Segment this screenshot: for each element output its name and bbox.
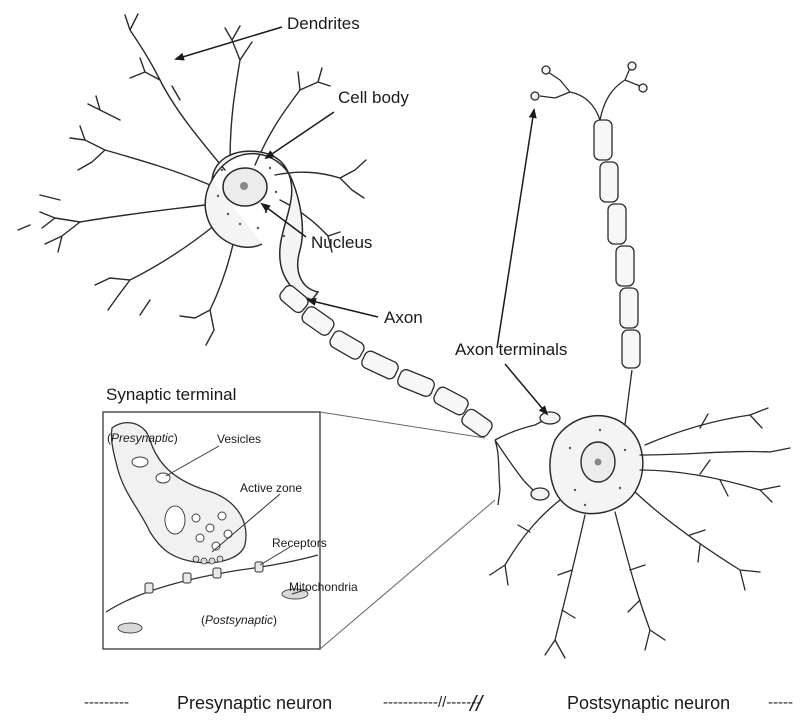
nucleus-label: Nucleus bbox=[311, 233, 372, 253]
vesicles-label: Vesicles bbox=[217, 432, 261, 446]
dendrites-arrow bbox=[176, 27, 282, 59]
synaptic-terminal-inset bbox=[103, 412, 495, 649]
presynaptic-label: (Presynaptic) bbox=[107, 431, 178, 445]
mitochondria-label: Mitochondria bbox=[289, 580, 358, 594]
postsynaptic-neuron-label: Postsynaptic neuron bbox=[567, 693, 730, 714]
postsynaptic-label: (Postsynaptic) bbox=[201, 613, 277, 627]
axon-label: Axon bbox=[384, 308, 423, 328]
receptors-label: Receptors bbox=[272, 536, 327, 550]
axon-terminals-arrow-up bbox=[497, 110, 534, 348]
postsynaptic-top-terminals bbox=[531, 62, 647, 120]
cell-body-arrow bbox=[266, 112, 334, 158]
presynaptic-cell-body bbox=[205, 151, 318, 300]
cell-body-label: Cell body bbox=[338, 88, 409, 108]
footer-dash-left: --------- bbox=[84, 694, 129, 711]
active-zone-label: Active zone bbox=[240, 481, 302, 495]
synaptic-terminal-title: Synaptic terminal bbox=[106, 385, 236, 405]
dendrites-label: Dendrites bbox=[287, 14, 360, 34]
axon-terminals-label: Axon terminals bbox=[455, 340, 567, 360]
footer-dash-mid: -----------//------- bbox=[383, 694, 481, 711]
axon-terminals-arrow-down bbox=[505, 364, 547, 414]
presynaptic-neuron-label: Presynaptic neuron bbox=[177, 693, 332, 714]
footer-dash-right: ----- bbox=[768, 694, 793, 711]
postsynaptic-cell-body bbox=[550, 416, 643, 514]
postsynaptic-axon bbox=[594, 120, 640, 425]
